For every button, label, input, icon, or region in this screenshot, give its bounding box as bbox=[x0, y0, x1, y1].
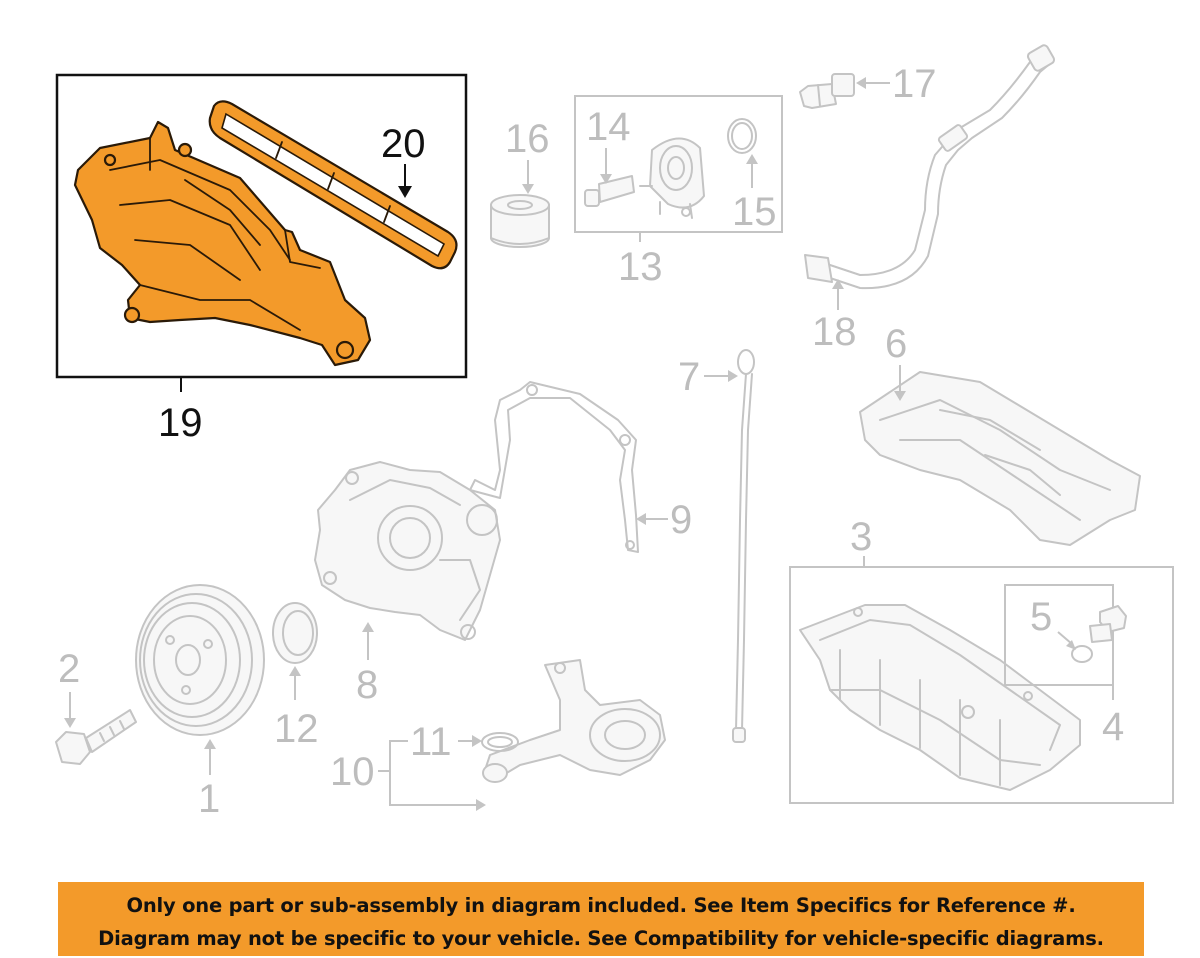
callout-8: 8 bbox=[356, 663, 378, 707]
callout-17: 17 bbox=[892, 62, 937, 106]
oil-cooler-seal-part[interactable] bbox=[727, 118, 757, 154]
item-19-box bbox=[55, 73, 468, 379]
crankshaft-pulley-part[interactable] bbox=[135, 584, 265, 736]
callout-4: 4 bbox=[1102, 705, 1124, 749]
item-3-box bbox=[789, 566, 1174, 804]
oil-baffle-part[interactable] bbox=[859, 371, 1141, 546]
callout-10: 10 bbox=[330, 750, 375, 794]
callout-5: 5 bbox=[1030, 595, 1052, 639]
callout-16: 16 bbox=[505, 117, 550, 161]
callout-20-arrow bbox=[398, 186, 412, 198]
callout-12: 12 bbox=[274, 707, 319, 751]
pickup-o-ring-part[interactable] bbox=[481, 732, 519, 752]
callout-13: 13 bbox=[618, 245, 663, 289]
dipstick-part[interactable] bbox=[732, 349, 755, 743]
crankshaft-seal-part[interactable] bbox=[272, 602, 318, 664]
callout-3: 3 bbox=[850, 515, 872, 559]
oil-pan-part[interactable] bbox=[799, 604, 1081, 791]
callout-11: 11 bbox=[410, 720, 452, 764]
callout-15: 15 bbox=[732, 190, 777, 234]
oil-cooler-part[interactable] bbox=[639, 137, 705, 219]
oil-filter-part[interactable] bbox=[490, 194, 550, 248]
oil-pump-part[interactable] bbox=[314, 461, 501, 641]
item-4-box bbox=[1004, 584, 1114, 686]
oil-pressure-sensor-part[interactable] bbox=[799, 73, 855, 109]
callout-14: 14 bbox=[586, 105, 631, 149]
notice-line-2: Diagram may not be specific to your vehi… bbox=[98, 927, 1104, 950]
front-cover-gasket-part[interactable] bbox=[469, 381, 639, 553]
callout-20: 20 bbox=[381, 122, 426, 166]
callout-2: 2 bbox=[58, 647, 80, 691]
intake-manifold-part[interactable] bbox=[73, 120, 372, 367]
notice-banner: Only one part or sub-assembly in diagram… bbox=[58, 882, 1144, 956]
callout-9: 9 bbox=[670, 498, 692, 542]
callout-18: 18 bbox=[812, 310, 857, 354]
connector-bolt-part[interactable] bbox=[584, 175, 635, 207]
item-13-box bbox=[574, 95, 783, 233]
manifold-gasket-part[interactable] bbox=[208, 100, 458, 270]
notice-line-1: Only one part or sub-assembly in diagram… bbox=[126, 894, 1076, 917]
callout-7: 7 bbox=[678, 355, 700, 399]
callout-6: 6 bbox=[885, 322, 907, 366]
callout-1: 1 bbox=[198, 777, 220, 821]
pulley-bolt-part[interactable] bbox=[55, 709, 137, 765]
callout-19: 19 bbox=[158, 401, 203, 445]
oil-pickup-tube-part[interactable] bbox=[482, 659, 666, 783]
dipstick-tube-part[interactable] bbox=[804, 44, 1056, 290]
drain-plug-part[interactable] bbox=[1071, 605, 1127, 663]
